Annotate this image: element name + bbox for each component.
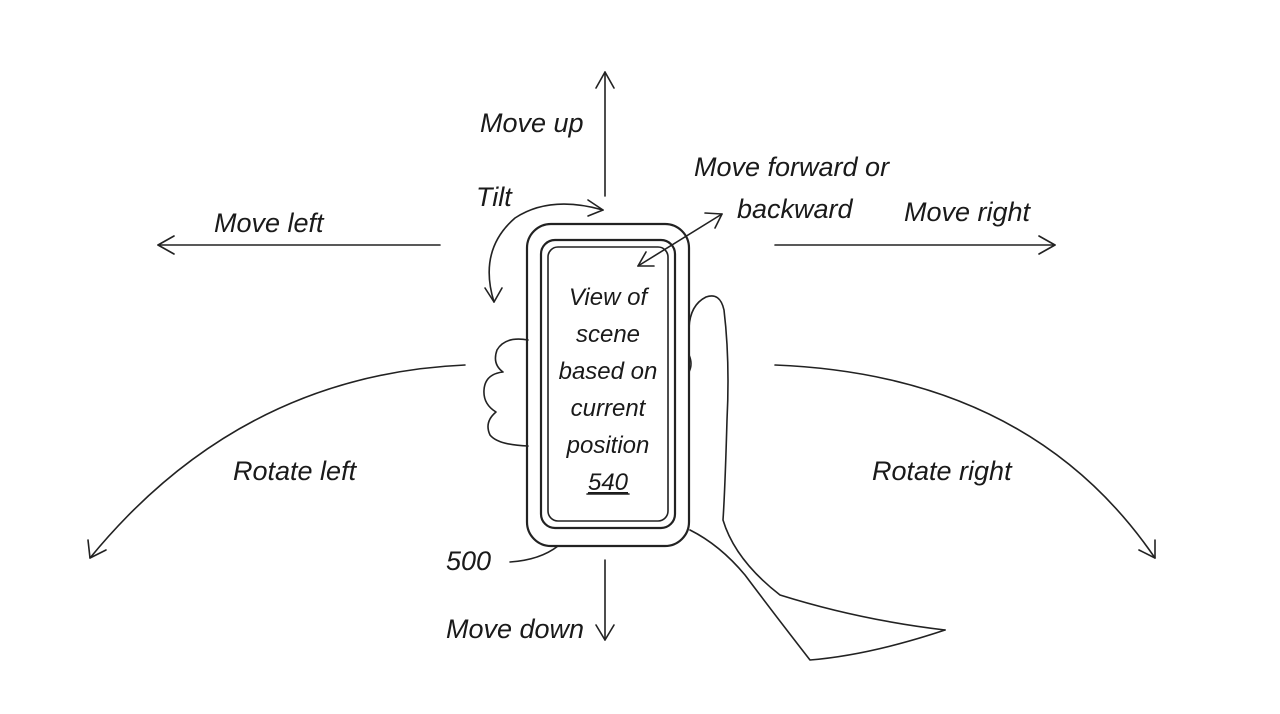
tilt-arrow — [484, 199, 604, 303]
screen-text-line-5: position — [566, 432, 650, 459]
device-500 — [525, 222, 691, 548]
screen-text-line-2: scene — [576, 321, 640, 348]
label-move-forward: Move forward or — [694, 152, 890, 182]
move-left-arrow — [157, 235, 441, 255]
screen-ref-540: 540 — [588, 469, 629, 496]
label-backward: backward — [737, 194, 854, 224]
screen-text-line-4: current — [571, 395, 647, 422]
move-forward-backward-arrow — [637, 212, 723, 267]
rotate-left-arrow — [87, 364, 466, 559]
device-ref-leader — [509, 545, 559, 563]
label-move-left: Move left — [214, 208, 325, 238]
label-tilt: Tilt — [476, 182, 513, 212]
label-move-down: Move down — [446, 614, 584, 644]
hand-right-palm — [688, 295, 946, 661]
move-up-arrow — [595, 71, 615, 197]
label-move-right: Move right — [904, 197, 1032, 227]
label-device-ref: 500 — [446, 546, 491, 576]
hand-left-fingers — [483, 338, 529, 447]
screen-text-line-1: View of — [569, 284, 650, 311]
label-move-up: Move up — [480, 108, 584, 138]
label-rotate-left: Rotate left — [233, 456, 358, 486]
move-right-arrow — [774, 235, 1056, 255]
screen-text-line-3: based on — [559, 358, 658, 385]
move-down-arrow — [595, 559, 615, 641]
rotate-right-arrow — [774, 364, 1156, 559]
label-rotate-right: Rotate right — [872, 456, 1013, 486]
